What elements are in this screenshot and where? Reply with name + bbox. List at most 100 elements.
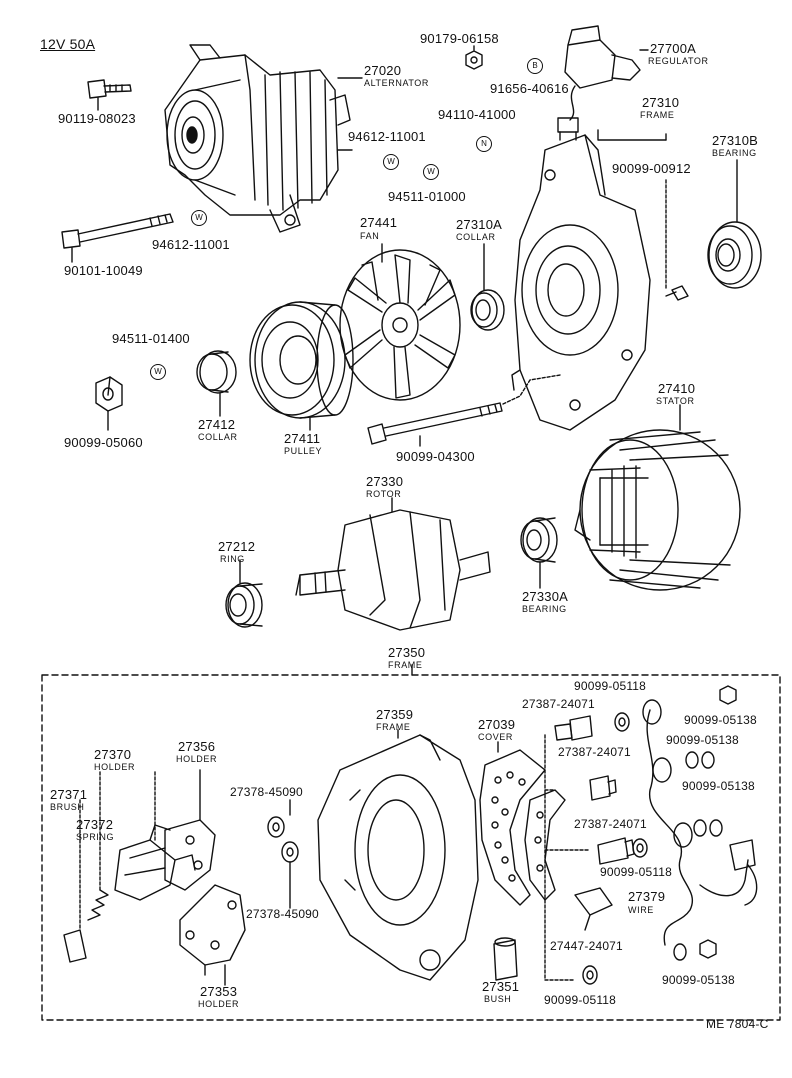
label-27370-num: 27370 (94, 747, 132, 762)
washer-27378-a-drawing (267, 816, 285, 838)
rotor-27330-drawing (295, 509, 491, 631)
label-27379-name: WIRE (628, 905, 654, 915)
label-27351-name: BUSH (484, 994, 512, 1004)
label-27378-45090-b: 27378-45090 (246, 907, 319, 921)
label-27387-b: 27387-24071 (558, 745, 631, 759)
label-27359-num: 27359 (376, 707, 414, 722)
label-27447-24071: 27447-24071 (550, 939, 623, 953)
nut-90099-05060-drawing (95, 376, 123, 412)
label-91656-40616: 91656-40616 (490, 81, 569, 96)
bolt-90119-08023-drawing (87, 79, 132, 99)
label-27412-name: COLLAR (198, 432, 238, 442)
holder-27353-drawing (179, 884, 246, 976)
label-27700A-name: REGULATOR (648, 56, 709, 66)
w-mark-icon-4: W (150, 364, 166, 380)
label-90099-05138-d: 90099-05138 (662, 973, 735, 987)
label-27020-name: ALTERNATOR (364, 78, 430, 88)
spec-title: 12V 50A (40, 36, 96, 52)
bolt-90099-04300-drawing (367, 402, 503, 445)
label-27410-num: 27410 (658, 381, 696, 396)
label-27411-name: PULLEY (284, 446, 323, 456)
washer-27378-b-drawing (281, 841, 299, 863)
fan-27441-drawing (339, 249, 461, 401)
drive-end-frame-27310-drawing (511, 134, 651, 431)
clip-27447-drawing (574, 887, 613, 931)
bush-27351-drawing (493, 937, 518, 981)
label-27350-name: FRAME (388, 660, 423, 670)
nut-90179-06158-drawing (465, 50, 483, 70)
label-27378-45090-a: 27378-45090 (230, 785, 303, 799)
terminal-27387-c-drawing (597, 837, 635, 865)
label-27411-num: 27411 (284, 431, 321, 446)
nut-90099-05118-b-drawing (632, 838, 648, 858)
bolt-90101-10049-drawing (61, 213, 174, 249)
label-27310A-num: 27310A (456, 217, 503, 232)
stator-27410-drawing (574, 429, 741, 591)
leader-27310 (597, 129, 667, 141)
label-27310-num: 27310 (642, 95, 680, 110)
wire-27379-drawing (642, 699, 758, 946)
label-27212-num: 27212 (218, 539, 256, 554)
label-94612-11001-low: 94612-11001 (152, 237, 230, 252)
label-90099-05138-c: 90099-05138 (682, 779, 755, 793)
rectifier-plate-drawing (524, 789, 566, 901)
label-27353-num: 27353 (200, 984, 238, 999)
b-mark-icon: B (527, 58, 543, 74)
label-27372-num: 27372 (76, 817, 114, 832)
label-94612-11001-top: 94612-11001 (348, 129, 426, 144)
w-mark-icon-1: W (383, 154, 399, 170)
label-27410-name: STATOR (656, 396, 695, 406)
terminal-dash-guides (544, 734, 591, 981)
label-27356-num: 27356 (178, 739, 216, 754)
regulator-drawing (557, 25, 641, 141)
collar-27412-drawing (196, 350, 237, 394)
label-90101-10049: 90101-10049 (64, 263, 143, 278)
terminal-27387-b-drawing (589, 775, 617, 801)
label-90179-06158: 90179-06158 (420, 31, 499, 46)
collar-27310A-drawing (470, 289, 505, 331)
label-90099-05138-b: 90099-05138 (666, 733, 739, 747)
label-27441-name: FAN (360, 231, 380, 241)
w-mark-icon-2: W (423, 164, 439, 180)
label-27387-c: 27387-24071 (574, 817, 647, 831)
label-90119-08023: 90119-08023 (58, 111, 136, 126)
alternator-assembly-drawing (164, 44, 353, 233)
pulley-27411-drawing (249, 301, 354, 419)
label-27350-num: 27350 (388, 645, 426, 660)
screw-90099-00912-drawing (665, 285, 689, 301)
label-90099-00912: 90099-00912 (612, 161, 691, 176)
label-27370-name: HOLDER (94, 762, 136, 772)
label-27212-name: RING (220, 554, 245, 564)
label-90099-05118-b: 90099-05118 (600, 865, 673, 879)
label-27330-num: 27330 (366, 474, 404, 489)
nut-90099-05118-a-drawing (614, 712, 630, 732)
bearing-27330A-drawing (520, 517, 558, 563)
brush-27371-drawing (63, 929, 87, 963)
holder-guides (79, 771, 156, 931)
nut-90099-05118-c-drawing (582, 965, 598, 985)
label-27356-name: HOLDER (176, 754, 218, 764)
frame-27350-boundary (41, 674, 781, 1021)
label-90099-05118-a: 90099-05118 (574, 679, 647, 693)
label-27353-name: HOLDER (198, 999, 240, 1009)
label-90099-05138-a: 90099-05138 (684, 713, 757, 727)
rectifier-end-frame-27359-drawing (317, 734, 479, 981)
label-27039-name: COVER (478, 732, 514, 742)
label-27310A-name: COLLAR (456, 232, 496, 242)
label-90099-05060: 90099-05060 (64, 435, 143, 450)
label-27310B-num: 27310B (712, 133, 759, 148)
label-94511-01000: 94511-01000 (388, 189, 466, 204)
label-27359-name: FRAME (376, 722, 411, 732)
brush-holder-27370-drawing (114, 824, 196, 901)
label-27310-name: FRAME (640, 110, 675, 120)
label-27387-a: 27387-24071 (522, 697, 595, 711)
label-27379-num: 27379 (628, 889, 666, 904)
label-27412-num: 27412 (198, 417, 236, 432)
label-27441-num: 27441 (360, 215, 398, 230)
label-94511-01400: 94511-01400 (112, 331, 190, 346)
label-27310B-name: BEARING (712, 148, 757, 158)
label-90099-05118-c: 90099-05118 (544, 993, 617, 1007)
ring-27212-drawing (225, 582, 263, 628)
